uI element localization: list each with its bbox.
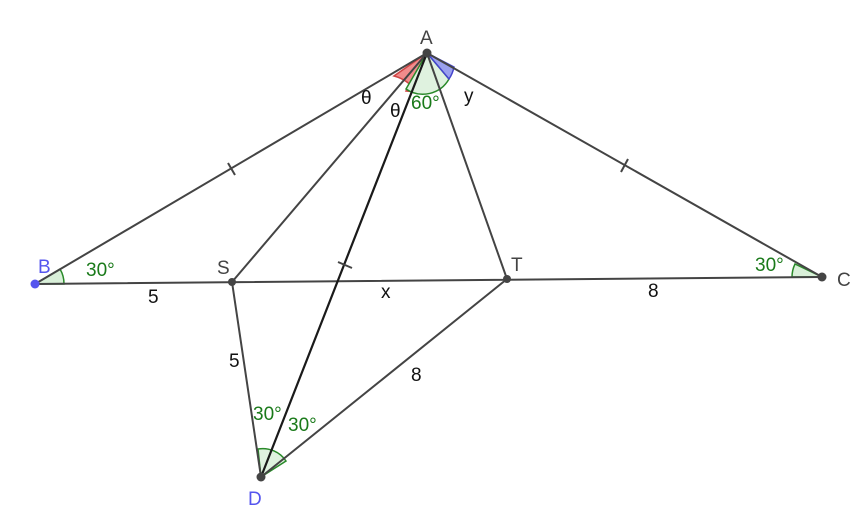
point-a[interactable]	[422, 48, 432, 58]
point-d[interactable]	[256, 472, 266, 482]
segment-sd	[231, 281, 262, 478]
angle-label-d-right: 30°	[288, 415, 317, 436]
angle-label-b: 30°	[86, 260, 115, 281]
angle-label-a-middle: 60°	[411, 93, 440, 114]
label-a: A	[420, 28, 433, 49]
length-label-bs: 5	[148, 287, 159, 308]
segment-as	[231, 52, 428, 283]
segment-at	[426, 52, 508, 280]
angle-label-a-theta-right: θ	[390, 101, 401, 122]
angle-label-d-left: 30°	[253, 404, 282, 425]
length-label-sd: 5	[229, 351, 240, 372]
label-t: T	[511, 255, 523, 276]
angle-label-c: 30°	[755, 255, 784, 276]
angle-a-y-fill	[426, 52, 455, 81]
label-s: S	[217, 258, 230, 279]
length-label-td: 8	[411, 365, 422, 386]
angle-label-a-y: y	[464, 86, 474, 107]
point-b[interactable]	[30, 279, 40, 289]
point-s[interactable]	[228, 278, 236, 286]
tick-ab	[227, 162, 236, 176]
segment-td	[260, 278, 508, 478]
tick-ad	[337, 261, 353, 269]
label-b: B	[38, 257, 51, 278]
angle-d-fill	[257, 447, 288, 479]
label-d: D	[248, 489, 262, 510]
length-label-tc: 8	[648, 281, 659, 302]
angle-label-a-theta-left: θ	[361, 88, 372, 109]
point-c[interactable]	[817, 272, 827, 282]
length-label-st: x	[381, 282, 391, 303]
tick-ac	[620, 158, 629, 173]
label-c: C	[837, 270, 851, 291]
point-t[interactable]	[503, 275, 511, 283]
segment-bc	[34, 276, 823, 285]
